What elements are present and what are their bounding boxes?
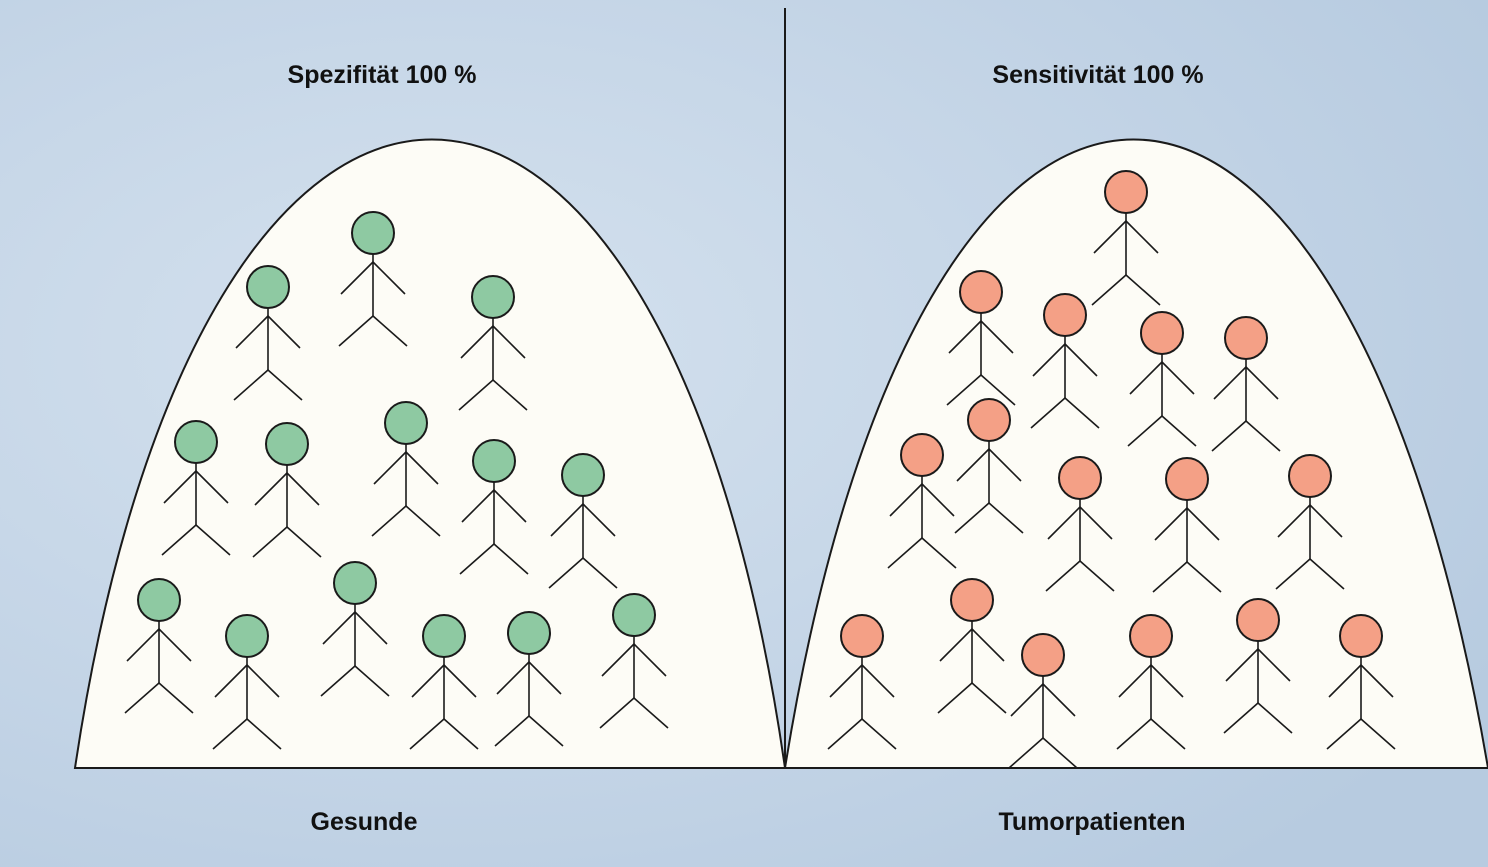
person-head	[174, 420, 218, 464]
healthy-person-figure	[320, 561, 390, 697]
person-head	[1236, 598, 1280, 642]
healthy-person-figure	[252, 422, 322, 558]
tumor-patient-figure	[1275, 454, 1345, 590]
healthy-person-figure	[233, 265, 303, 401]
person-head	[1104, 170, 1148, 214]
healthy-people-group	[124, 211, 669, 750]
person-head	[612, 593, 656, 637]
healthy-person-figure	[459, 439, 529, 575]
healthy-person-figure	[548, 453, 618, 589]
person-head	[959, 270, 1003, 314]
healthy-person-figure	[409, 614, 479, 750]
tumor-patient-figure	[827, 614, 897, 750]
tumor-patient-figure	[1211, 316, 1281, 452]
healthy-person-figure	[458, 275, 528, 411]
tumor-patient-figure	[954, 398, 1024, 534]
tumor-patient-figure	[946, 270, 1016, 406]
tumor-patient-figure	[937, 578, 1007, 714]
healthy-caption: Gesunde	[311, 808, 418, 836]
tumor-patient-figure	[887, 433, 957, 569]
person-head	[967, 398, 1011, 442]
healthy-person-figure	[161, 420, 231, 556]
person-head	[1288, 454, 1332, 498]
tumor-patient-figure	[1223, 598, 1293, 734]
tumor-patient-figure	[1045, 456, 1115, 592]
healthy-person-figure	[494, 611, 564, 747]
person-head	[1224, 316, 1268, 360]
healthy-person-figure	[371, 401, 441, 537]
tumor-patient-figure	[1127, 311, 1197, 447]
person-head	[1058, 456, 1102, 500]
person-head	[1129, 614, 1173, 658]
person-head	[561, 453, 605, 497]
tumor-patient-figure	[1091, 170, 1161, 306]
healthy-person-figure	[338, 211, 408, 347]
person-head	[246, 265, 290, 309]
tumor-patients-group	[827, 170, 1396, 769]
person-head	[1043, 293, 1087, 337]
person-head	[1021, 633, 1065, 677]
person-head	[507, 611, 551, 655]
person-head	[471, 275, 515, 319]
person-head	[225, 614, 269, 658]
person-head	[351, 211, 395, 255]
person-head	[840, 614, 884, 658]
tumor-patients-caption: Tumorpatienten	[998, 808, 1185, 836]
tumor-patient-figure	[1326, 614, 1396, 750]
person-head	[950, 578, 994, 622]
tumor-patient-figure	[1152, 457, 1222, 593]
person-head	[137, 578, 181, 622]
tumor-patient-figure	[1116, 614, 1186, 750]
tumor-patient-figure	[1030, 293, 1100, 429]
person-head	[1140, 311, 1184, 355]
sensitivity-title: Sensitivität 100 %	[992, 61, 1203, 89]
person-head	[900, 433, 944, 477]
specificity-title: Spezifität 100 %	[288, 61, 477, 89]
person-head	[472, 439, 516, 483]
person-head	[384, 401, 428, 445]
person-head	[1339, 614, 1383, 658]
person-head	[1165, 457, 1209, 501]
person-head	[422, 614, 466, 658]
tumor-patient-figure	[1008, 633, 1078, 769]
person-head	[265, 422, 309, 466]
healthy-person-figure	[599, 593, 669, 729]
healthy-person-figure	[212, 614, 282, 750]
person-head	[333, 561, 377, 605]
healthy-person-figure	[124, 578, 194, 714]
